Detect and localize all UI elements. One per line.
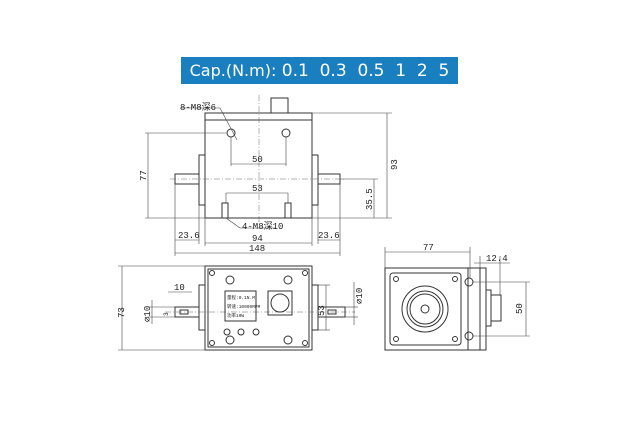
dim-93: 93 — [390, 159, 400, 170]
dim-12-4: 12.4 — [486, 254, 508, 264]
dim-94: 94 — [252, 234, 263, 244]
dim-23-6-right: 23.6 — [318, 231, 340, 241]
dim-148: 148 — [249, 244, 265, 254]
dim-73: 73 — [117, 307, 127, 318]
capacity-values: 0.1 0.3 0.5 1 2 5 — [281, 61, 450, 81]
dim-50: 50 — [252, 155, 263, 165]
dim-50-side: 50 — [515, 303, 525, 314]
dim-77-side: 77 — [423, 243, 434, 253]
dim-3: 3 — [163, 312, 170, 316]
dim-dia-10-right: ⌀10 — [355, 288, 365, 304]
dim-10: 10 — [174, 283, 185, 293]
nameplate-line-2: 转速:10000RPM — [227, 303, 261, 310]
top-holes-label: 8-M8深6 — [180, 102, 216, 113]
dim-53-flange: 53 — [317, 305, 327, 316]
capacity-banner: Cap.(N.m): 0.1 0.3 0.5 1 2 5 — [181, 57, 458, 84]
capacity-label: Cap.(N.m): — [189, 61, 277, 80]
front-view: 8-M8深6 4-M8深10 50 53 23.6 23.6 94 148 77… — [139, 95, 400, 256]
dim-53: 53 — [252, 184, 263, 194]
nameplate-line-1: 量程:0.1N.M — [227, 294, 255, 301]
dim-23-6-left: 23.6 — [178, 231, 200, 241]
dim-dia-10-left: ⌀10 — [143, 306, 153, 322]
side-view: 77 12.4 50 — [384, 243, 530, 351]
top-view: 量程:0.1N.M 转速:10000RPM 功率10W 73 ⌀10 3 10 … — [117, 265, 365, 351]
bottom-holes-label: 4-M8深10 — [242, 221, 283, 232]
dim-77: 77 — [139, 170, 149, 181]
nameplate-line-3: 功率10W — [227, 312, 244, 319]
dim-35-5: 35.5 — [365, 188, 375, 210]
